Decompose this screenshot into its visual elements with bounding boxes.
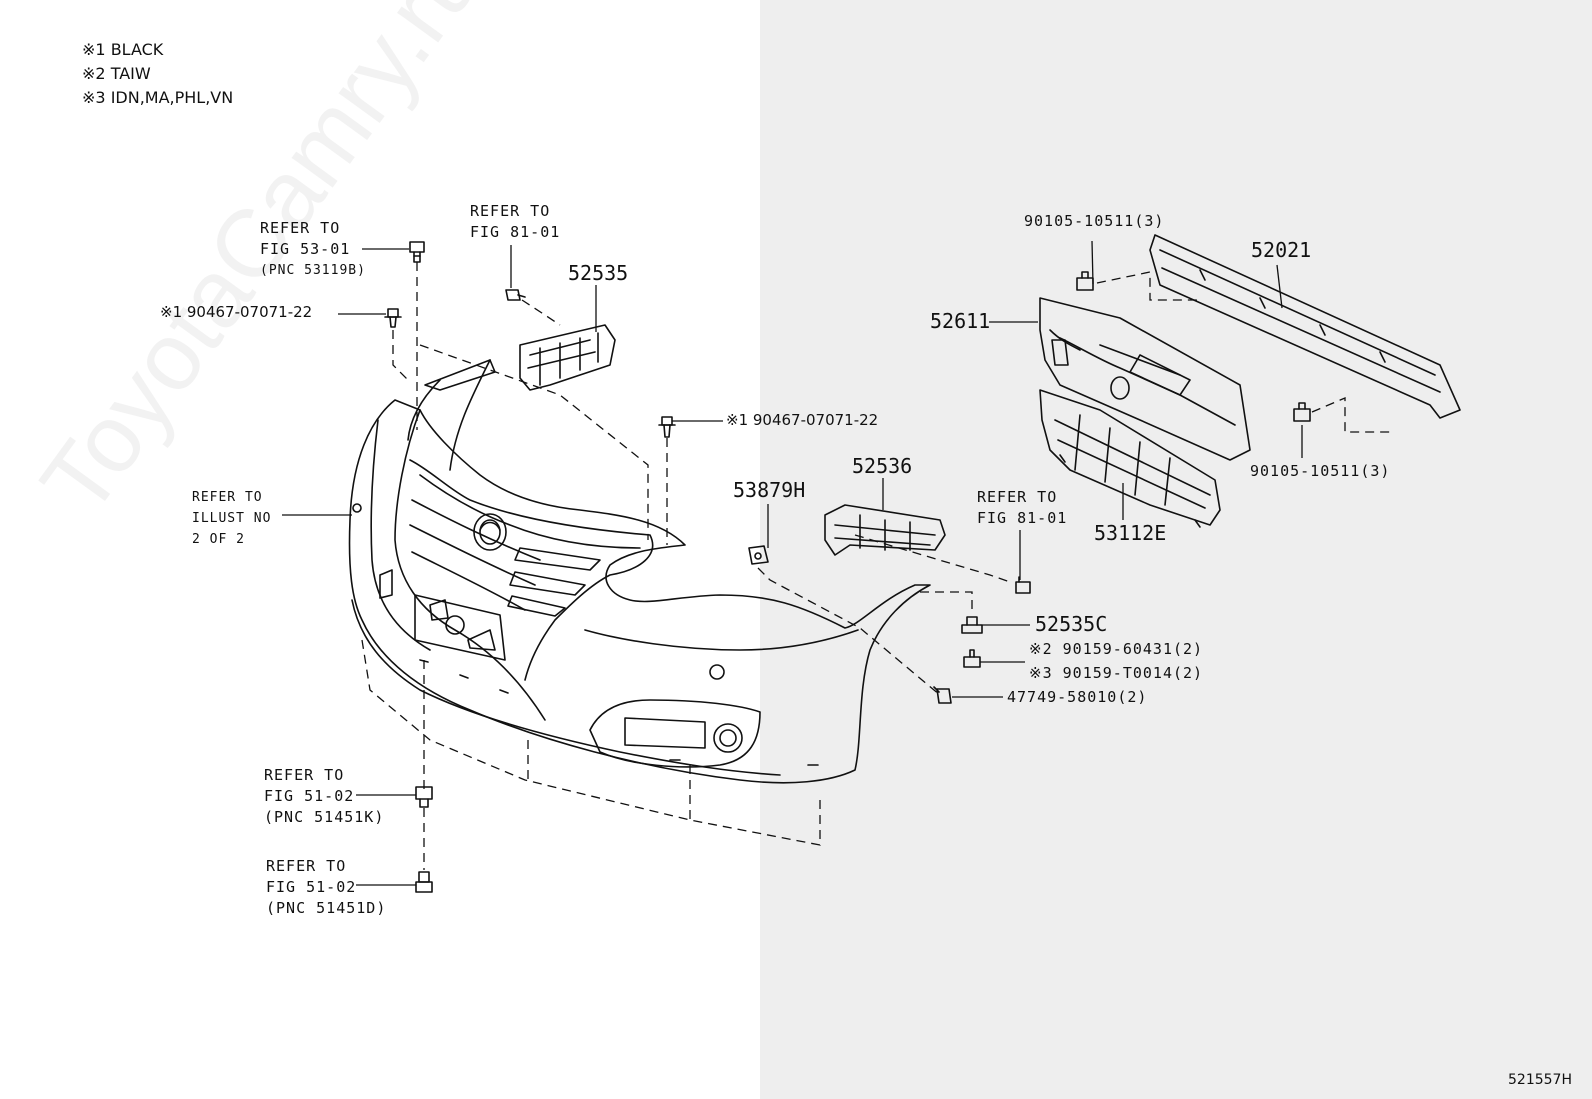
part-label-47749[interactable]: 47749-58010(2) — [1007, 688, 1148, 706]
fastener-screw-90159 — [963, 649, 981, 668]
fastener-bolt-top — [1076, 271, 1094, 291]
fastener-clip-center — [658, 416, 676, 438]
fastener-screw-81-right — [1015, 576, 1031, 594]
part-label-52536[interactable]: 52536 — [852, 454, 913, 478]
part-label-52535c[interactable]: 52535C — [1035, 612, 1108, 636]
retainer-52536 — [824, 504, 946, 556]
fastener-51451d — [415, 871, 433, 893]
note-idn: ※3 IDN,MA,PHL,VN — [82, 88, 234, 107]
lower-grille-53112e — [1039, 389, 1221, 528]
grille-52611 — [1039, 297, 1251, 461]
part-label-bolt-bottom[interactable]: 90105-10511(3) — [1250, 462, 1391, 480]
part-label-bolt-top[interactable]: 90105-10511(3) — [1024, 212, 1165, 230]
figure-code: 521557H — [1508, 1072, 1572, 1088]
part-label-52535[interactable]: 52535 — [568, 261, 629, 285]
part-label-90159-taiw[interactable]: ※2 90159-60431(2) — [1029, 640, 1204, 658]
part-label-52021[interactable]: 52021 — [1251, 238, 1312, 262]
shaded-panel — [760, 0, 1592, 1099]
fastener-screw-81-left — [505, 289, 526, 301]
front-bumper-cover — [348, 359, 931, 784]
part-label-90159-idn[interactable]: ※3 90159-T0014(2) — [1029, 664, 1204, 682]
fastener-51451k — [415, 786, 433, 808]
fastener-53879h — [748, 545, 769, 565]
part-label-52611[interactable]: 52611 — [930, 309, 991, 333]
fastener-clip-top — [409, 241, 425, 263]
reinforcement-52021 — [1149, 234, 1461, 419]
part-label-53879h[interactable]: 53879H — [733, 478, 806, 502]
fastener-47749 — [933, 686, 952, 704]
retainer-52535 — [519, 324, 616, 391]
note-taiw: ※2 TAIW — [82, 64, 151, 83]
part-label-53112e[interactable]: 53112E — [1094, 521, 1167, 545]
note-black: ※1 BLACK — [82, 40, 164, 59]
part-label-clip-left[interactable]: ※1 90467-07071-22 — [160, 303, 313, 321]
fastener-clip-left — [384, 308, 402, 328]
fastener-nut-52535c — [961, 616, 983, 634]
part-label-clip-center[interactable]: ※1 90467-07071-22 — [726, 411, 879, 429]
fastener-bolt-bottom — [1293, 402, 1311, 422]
